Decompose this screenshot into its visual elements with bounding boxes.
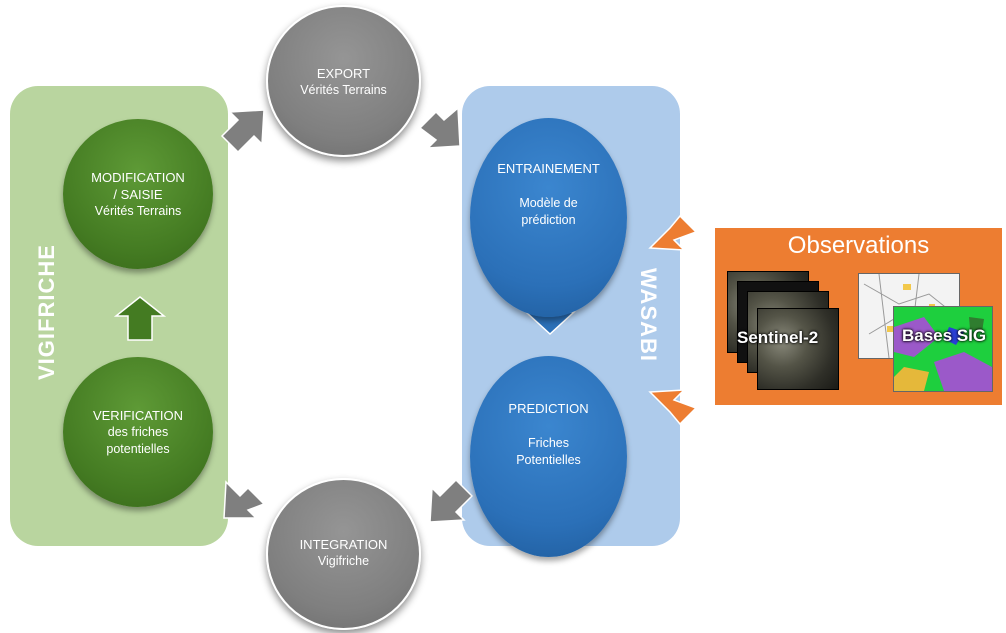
export-title: EXPORT	[316, 66, 371, 81]
grey-arrow-icon	[220, 109, 265, 154]
gis-label: Bases SIG	[902, 326, 987, 345]
export-subtitle: Vérités Terrains	[300, 83, 387, 97]
entrainement-node: ENTRAINEMENT Modèle de prédiction	[470, 118, 627, 317]
integration-node: INTEGRATION Vigifriche	[266, 478, 421, 630]
entrainement-line-2: Modèle de	[519, 196, 578, 210]
integration-title: INTEGRATION	[299, 537, 388, 552]
grey-arrow-icon	[223, 480, 266, 519]
prediction-line-3: Potentielles	[516, 453, 581, 467]
sentinel-label: Sentinel-2	[737, 328, 819, 347]
entrainement-title: ENTRAINEMENT	[497, 161, 600, 176]
export-node: EXPORT Vérités Terrains	[266, 5, 421, 157]
observations-title: Observations	[787, 232, 930, 259]
grey-arrow-icon	[429, 478, 474, 523]
verification-line-3: potentielles	[106, 441, 170, 456]
gis-map-image	[893, 306, 993, 392]
prediction-line-2: Friches	[528, 436, 569, 450]
modification-title: MODIFICATION	[91, 169, 185, 185]
grey-arrow-icon	[418, 106, 461, 149]
modification-title-2: / SAISIE	[113, 186, 163, 202]
prediction-node: PREDICTION Friches Potentielles	[470, 356, 627, 557]
orange-arrow-icon	[648, 214, 698, 251]
up-arrow-icon	[113, 296, 167, 341]
verification-line-2: des friches	[107, 424, 169, 439]
prediction-title: PREDICTION	[508, 401, 589, 416]
orange-arrow-icon	[648, 389, 698, 426]
entrainement-line-3: prédiction	[521, 213, 576, 227]
verification-title: VERIFICATION	[92, 407, 184, 423]
sentinel-image	[757, 308, 839, 390]
verification-node: VERIFICATION des friches potentielles	[63, 357, 213, 507]
modification-subtitle: Vérités Terrains	[94, 203, 182, 218]
integration-subtitle: Vigifriche	[317, 554, 370, 568]
modification-node: MODIFICATION / SAISIE Vérités Terrains	[63, 119, 213, 269]
